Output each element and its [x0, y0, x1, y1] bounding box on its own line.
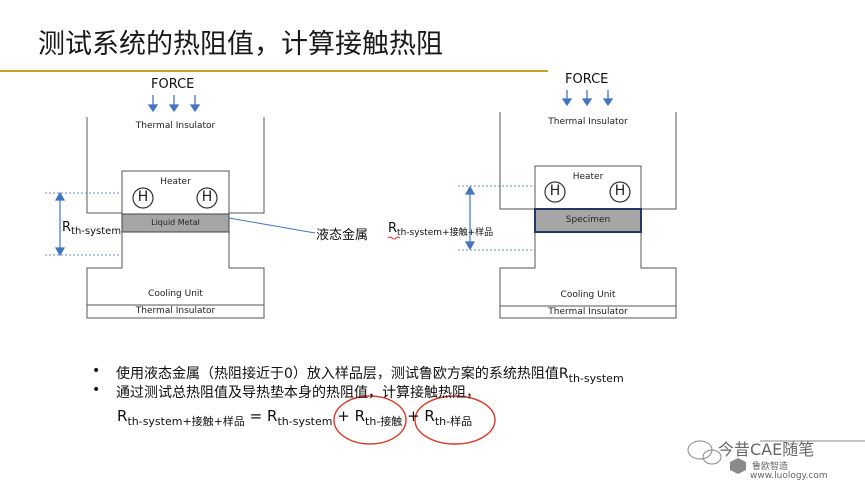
highlight-circle-sample [414, 395, 496, 445]
right-cooling-label: Cooling Unit [560, 290, 616, 300]
right-insulator-top-label: Thermal Insulator [548, 117, 628, 127]
bullet-item-2: • 通过测试总热阻值及导热垫本身的热阻值，计算接触热阻， [92, 382, 480, 401]
highlight-circle-contact [333, 395, 407, 445]
watermark-brand: 鲁欧智造 [752, 462, 789, 472]
right-heater-label: Heater [572, 172, 604, 182]
page-title: 测试系统的热阻值，计算接触热阻 [38, 29, 443, 60]
right-insulator-bottom-label: Thermal Insulator [548, 307, 628, 317]
contact-resistance-formula: Rth-system+接触+样品 = Rth-system + Rth-接触 +… [117, 407, 473, 428]
liquid-metal-callout: 液态金属 [316, 228, 369, 243]
bullet-item-1: • 使用液态金属（热阻接近于0）放入样品层，测试鲁欧方案的系统热阻值Rth-sy… [92, 363, 624, 385]
right-specimen-layer [534, 208, 642, 233]
right-r-label: Rth-system+接触+样品 [388, 221, 494, 238]
right-heater-symbol-1: H [549, 183, 561, 199]
bullet-list: • 使用液态金属（热阻接近于0）放入样品层，测试鲁欧方案的系统热阻值Rth-sy… [92, 363, 624, 401]
right-heater-symbol-2: H [614, 183, 626, 199]
watermark-name: 今昔CAE随笔 [718, 440, 815, 459]
left-liquid-metal-label: Liquid Metal [151, 218, 200, 227]
left-insulator-top-label: Thermal Insulator [135, 121, 216, 131]
right-specimen-label: Specimen [565, 215, 611, 225]
right-force-label: FORCE [565, 72, 609, 87]
left-insulator-bottom-label: Thermal Insulator [135, 306, 216, 316]
left-cooling-outline [86, 232, 265, 319]
left-insulator-top-outline-right [229, 117, 265, 214]
left-insulator-top-outline [86, 117, 122, 214]
left-heater-symbol-2: H [201, 189, 213, 205]
left-force-label: FORCE [151, 77, 195, 92]
left-liquid-metal-layer [121, 213, 230, 233]
left-cooling-label: Cooling Unit [148, 289, 203, 299]
left-heater-label: Heater [160, 177, 191, 187]
watermark-url: www.luology.com [750, 471, 828, 481]
title-underline [0, 70, 548, 72]
left-heater-symbol-1: H [137, 189, 149, 205]
left-r-label: Rth-system [62, 220, 122, 237]
